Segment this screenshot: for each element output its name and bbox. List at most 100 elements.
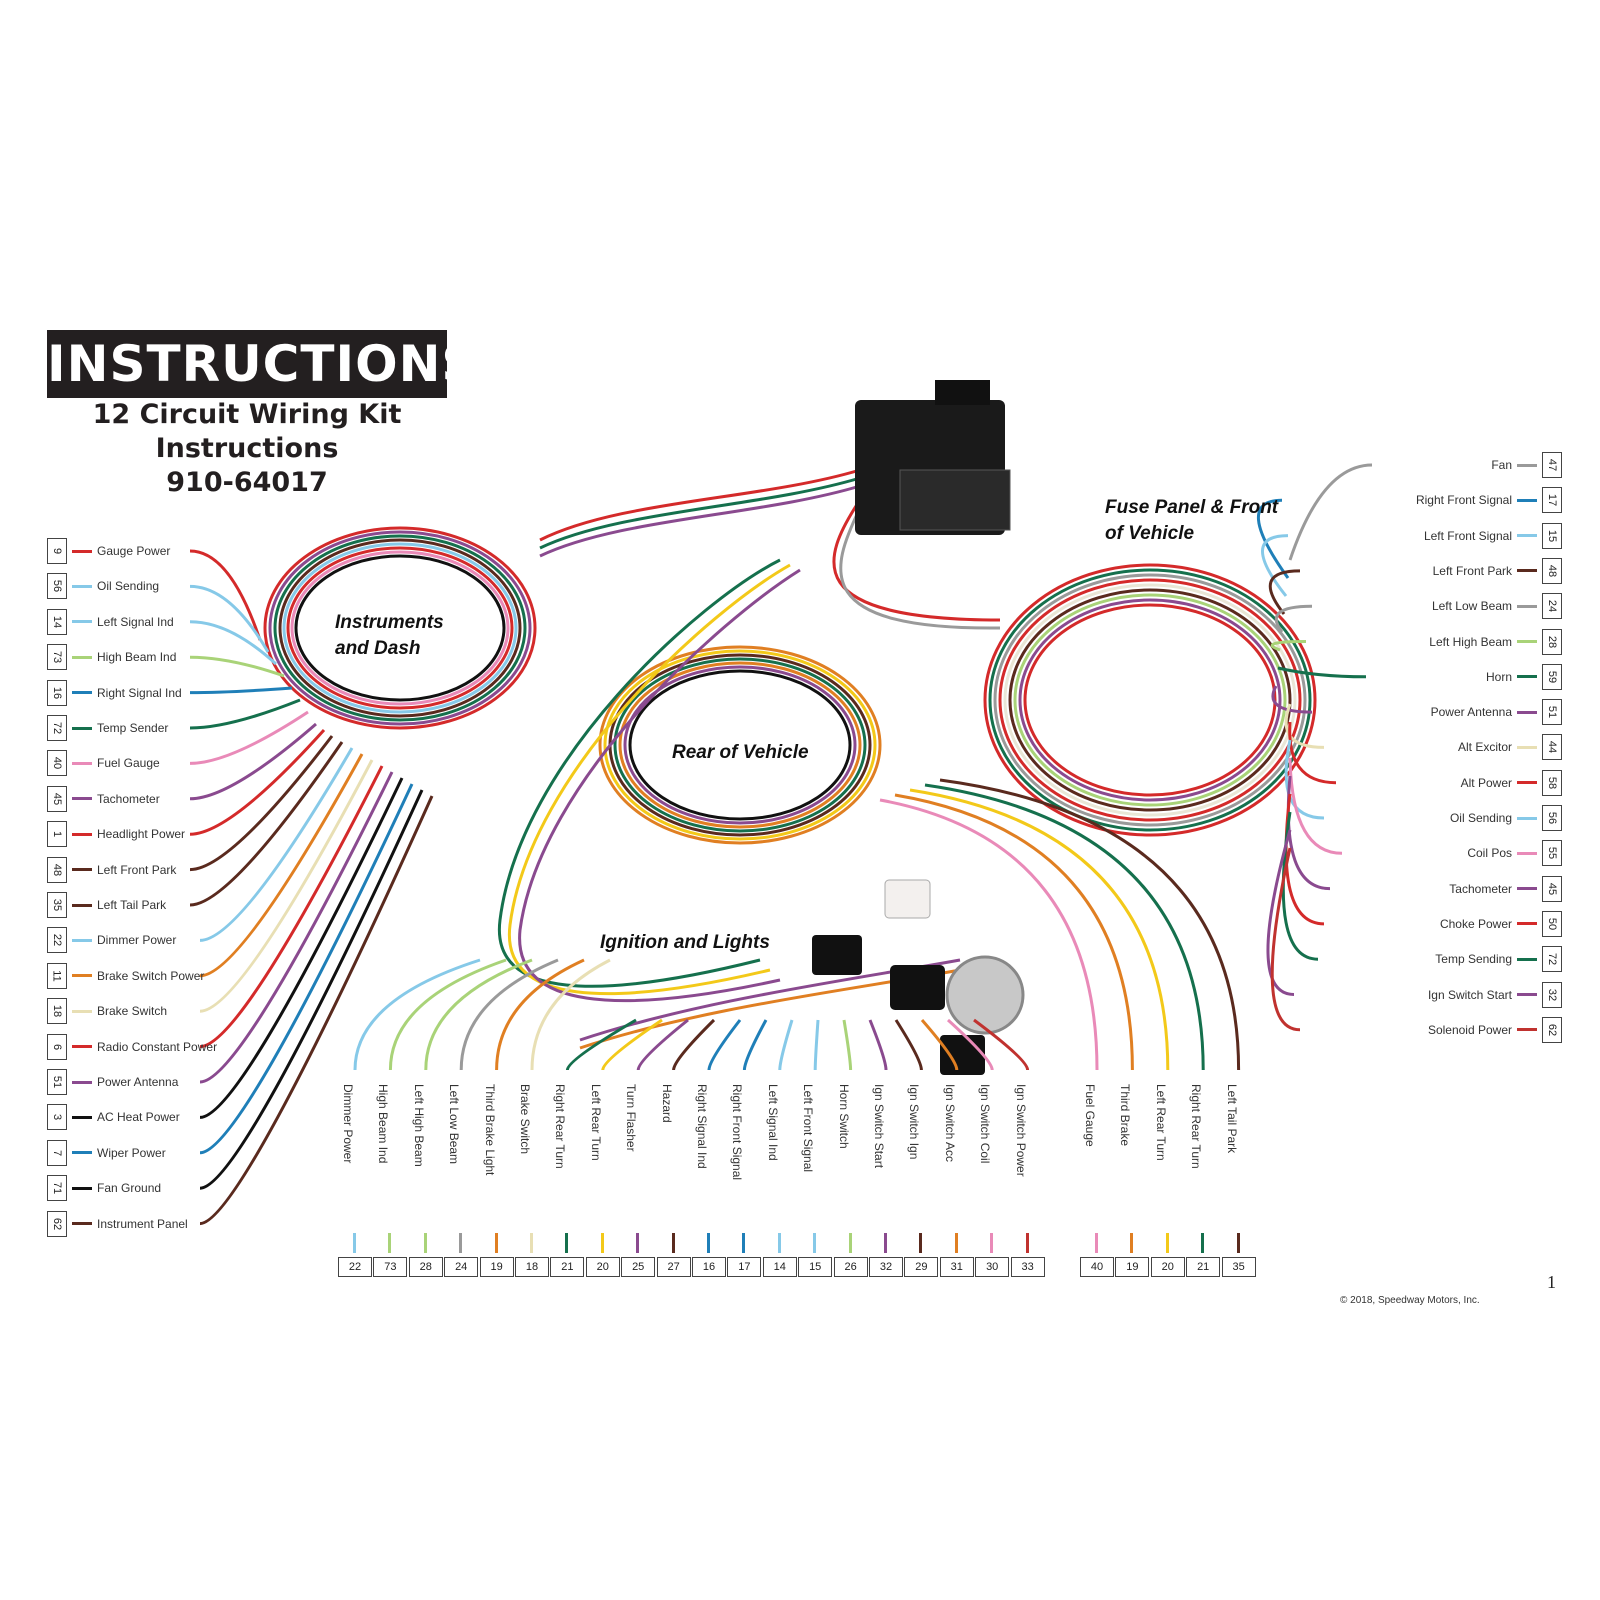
circuit-number: 22 [338, 1257, 372, 1277]
wire-color-swatch [1165, 1233, 1169, 1253]
wire-color-swatch [884, 1233, 887, 1253]
wire-color-swatch [954, 1233, 958, 1253]
circuit-label: Ign Switch Ign [907, 1084, 922, 1160]
circuit-label: Horn Switch [836, 1084, 851, 1149]
copyright: © 2018, Speedway Motors, Inc. [1340, 1295, 1480, 1306]
wire-leader [920, 1019, 959, 1071]
circuit-number: 45 [1542, 875, 1562, 902]
circuit-label: Third Brake [1118, 1084, 1133, 1147]
circuit-label: Fuel Gauge [1083, 1084, 1097, 1147]
circuit-number: 11 [47, 962, 67, 989]
wire-leader [199, 747, 354, 942]
circuit-number: 18 [47, 998, 67, 1025]
circuit-label: High Beam Ind [97, 650, 177, 665]
wire-color-swatch [72, 938, 92, 942]
wire-color-swatch [565, 1233, 569, 1253]
circuit-number: 48 [47, 856, 67, 883]
circuit-label: Brake Switch [97, 1004, 168, 1019]
wire-leader [199, 753, 364, 978]
circuit-label: Dimmer Power [97, 933, 177, 948]
circuit-number: 73 [47, 644, 67, 671]
circuit-label: Choke Power [1439, 916, 1512, 931]
wire-leader [189, 686, 293, 695]
circuit-label: Right Signal Ind [695, 1084, 709, 1169]
wire-leader [1270, 640, 1307, 652]
wire-color-swatch [636, 1233, 640, 1253]
wire-leader [424, 958, 533, 1071]
wire-leader [601, 1018, 663, 1071]
circuit-number: 16 [47, 679, 67, 706]
wire-color-swatch [1517, 675, 1537, 679]
left-circuit-row: 40 Fuel Gauge [47, 750, 160, 777]
wire-color-swatch [72, 868, 92, 872]
circuit-number: 58 [1542, 769, 1562, 796]
wire-leader [199, 789, 424, 1190]
front-coil [983, 563, 1317, 837]
wire-leader [189, 710, 309, 765]
wire-leader [189, 620, 278, 666]
circuit-number: 20 [1150, 1257, 1185, 1277]
wire-color-swatch [72, 726, 92, 730]
circuit-label: Fuel Gauge [97, 756, 160, 771]
wire-leader [1277, 666, 1367, 679]
wire-color-swatch [1025, 1233, 1029, 1253]
wire-color-swatch [1517, 745, 1537, 749]
circuit-label: Left Signal Ind [765, 1084, 780, 1161]
wire-leader [189, 698, 301, 730]
circuit-number: 47 [1542, 452, 1562, 478]
circuit-number: 40 [1080, 1257, 1114, 1277]
section-label-instruments: Instruments and Dash [335, 612, 444, 659]
circuit-label: Temp Sending [1435, 952, 1512, 967]
circuit-label: Fan [1491, 458, 1512, 472]
right-circuit-row: 45 Tachometer [1449, 875, 1562, 902]
wire-color-swatch [1130, 1233, 1134, 1253]
wire-color-swatch [423, 1233, 427, 1253]
wire-color-swatch [1517, 498, 1537, 502]
circuit-number: 9 [47, 538, 67, 564]
circuit-number: 51 [47, 1069, 67, 1095]
wire-leader [353, 958, 481, 1071]
circuit-label: Left Front Signal [801, 1084, 816, 1173]
wire-leader [189, 741, 344, 907]
wire-color-swatch [990, 1233, 994, 1253]
wire-color-swatch [353, 1233, 356, 1253]
circuit-number: 73 [373, 1257, 408, 1277]
wire-leader [1268, 569, 1301, 615]
wire-leader [1270, 847, 1301, 1032]
circuit-number: 59 [1542, 663, 1562, 690]
wire-leader [924, 783, 1205, 1071]
circuit-number: 26 [833, 1257, 868, 1277]
wire-color-swatch [1517, 887, 1537, 891]
wire-leader [939, 778, 1241, 1071]
wire-color-swatch [1201, 1233, 1205, 1253]
circuit-label: Left Tail Park [97, 898, 167, 912]
page-title: INSTRUCTIONS [47, 330, 477, 398]
circuit-label: Tachometer [1449, 881, 1512, 896]
wire-color-swatch [72, 1080, 92, 1084]
wire-leader [1257, 498, 1290, 579]
wire-leader [199, 783, 414, 1155]
circuit-label: Oil Sending [1449, 811, 1512, 825]
circuit-number: 62 [47, 1210, 67, 1237]
circuit-number: 33 [1010, 1257, 1045, 1277]
wire-color-swatch [813, 1233, 817, 1253]
circuit-number: 40 [47, 750, 67, 777]
circuit-label: Left High Beam [411, 1084, 426, 1167]
circuit-label: Left Signal Ind [97, 614, 174, 629]
wire-leader [946, 1018, 994, 1071]
circuit-label: Ign Switch Start [1427, 987, 1512, 1002]
wire-color-swatch [72, 1009, 92, 1013]
circuit-number: 29 [904, 1257, 939, 1277]
wire-color-swatch [848, 1233, 852, 1253]
ignition-switch [812, 879, 1025, 1075]
wire-leader [1288, 757, 1343, 855]
wire-color-swatch [1517, 816, 1537, 820]
